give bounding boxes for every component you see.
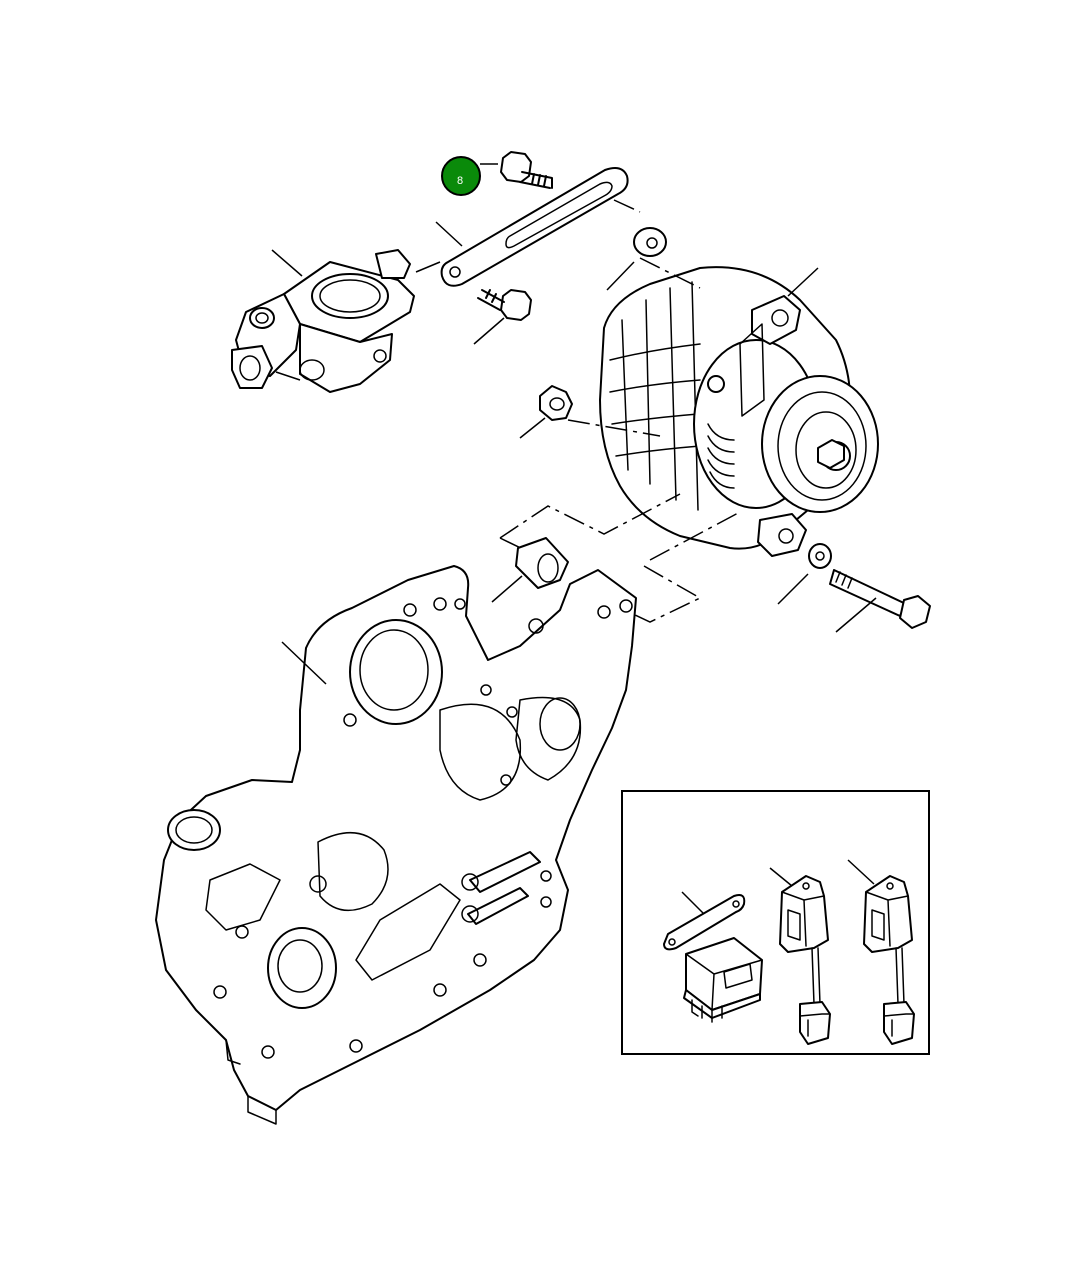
- washer-icon-2: [808, 543, 832, 569]
- alternator-icon: [599, 266, 879, 557]
- timing-gear-case-icon: [155, 565, 637, 1125]
- callout-8-label: 8: [457, 175, 463, 187]
- adjusting-bar-icon: [440, 167, 629, 287]
- washer-icon: [633, 227, 667, 257]
- control-module-icon-2: [863, 875, 915, 1045]
- spacer-icon: [515, 537, 569, 589]
- bolt-icon-2: [477, 289, 532, 321]
- control-module-icon: [779, 875, 831, 1045]
- regulator-relay-icon: [663, 894, 763, 1023]
- thermostat-housing-icon: [231, 249, 415, 393]
- bolt-icon: [500, 151, 553, 189]
- nut-icon: [539, 385, 573, 421]
- callout-8[interactable]: 8: [441, 156, 481, 196]
- long-bolt-icon: [829, 569, 931, 629]
- dashed-guide: [499, 199, 741, 623]
- callout-8-circle[interactable]: [441, 156, 481, 196]
